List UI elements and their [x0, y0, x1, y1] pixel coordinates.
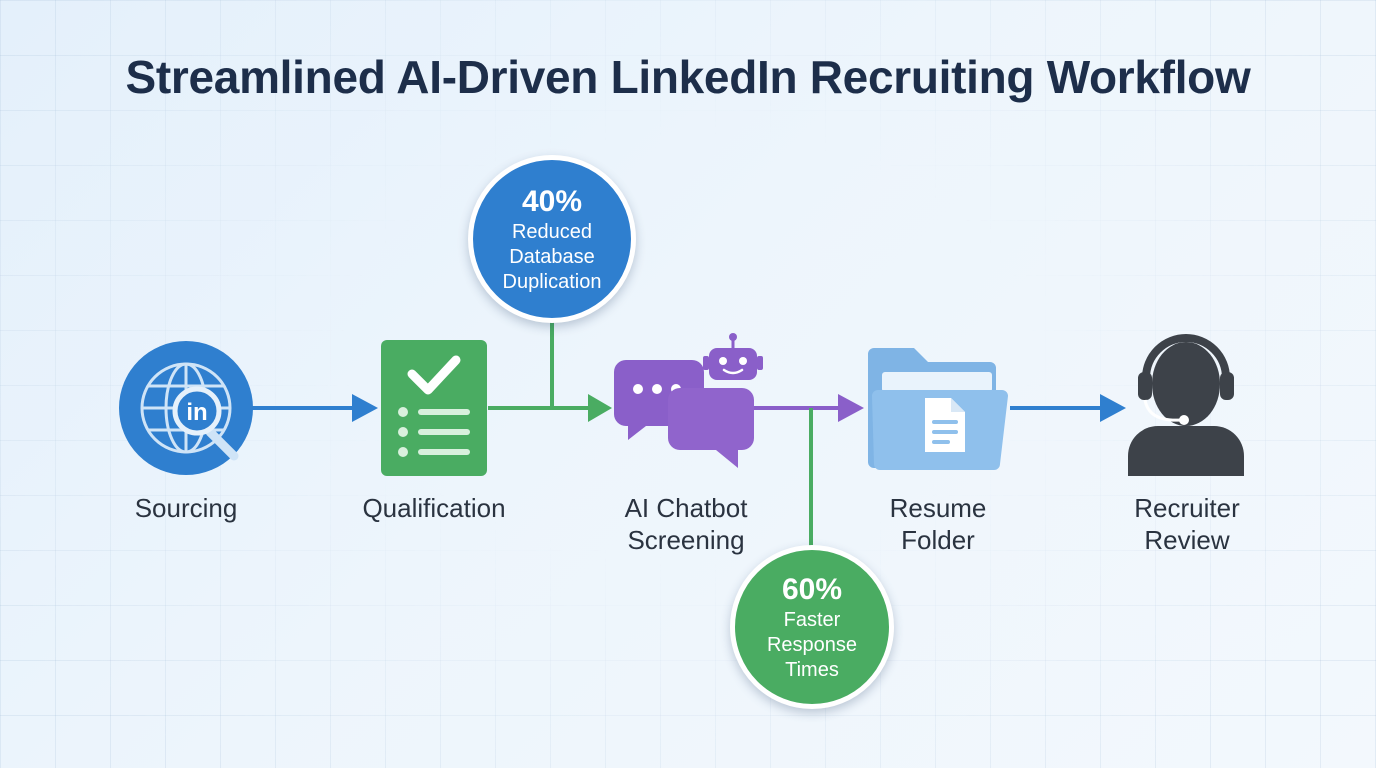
headset-person-icon	[1128, 334, 1244, 476]
globe-linkedin-search-icon: in	[119, 341, 253, 475]
folder-document-icon	[868, 348, 1008, 470]
step-label-sourcing: Sourcing	[134, 493, 238, 523]
connector-chatbot-to-folder	[752, 394, 864, 422]
step-label-recruiter-review: Recruiter Review	[1134, 493, 1240, 555]
page-title: Streamlined AI-Driven LinkedIn Recruitin…	[125, 51, 1251, 103]
step-label-ai-chatbot-screening: AI Chatbot Screening	[624, 493, 748, 555]
step-label-resume-folder: Resume Folder	[889, 493, 987, 555]
checklist-icon	[381, 340, 487, 476]
stat-text-line: Faster	[783, 608, 841, 631]
stat-badge-reduced-duplication: 40% Reduced Database Duplication	[468, 155, 636, 323]
step-label-qualification: Qualification	[362, 493, 506, 523]
connector-sourcing-to-qualification	[252, 394, 378, 422]
chatbot-icon	[614, 333, 763, 468]
stat-badge-faster-response: 60% Faster Response Times	[730, 545, 894, 709]
stat-text-line: Duplication	[502, 270, 602, 293]
stat-value: 60%	[781, 572, 843, 606]
stat-text-line: Database	[509, 245, 595, 268]
stat-text-line: Response	[766, 633, 858, 656]
linkedin-logo-text: in	[186, 399, 207, 426]
connector-qualification-to-chatbot	[488, 394, 612, 422]
connector-folder-to-recruiter	[1010, 394, 1126, 422]
stat-text-line: Reduced	[511, 220, 593, 243]
stat-text-line: Times	[785, 658, 839, 681]
stat-value: 40%	[521, 184, 583, 218]
